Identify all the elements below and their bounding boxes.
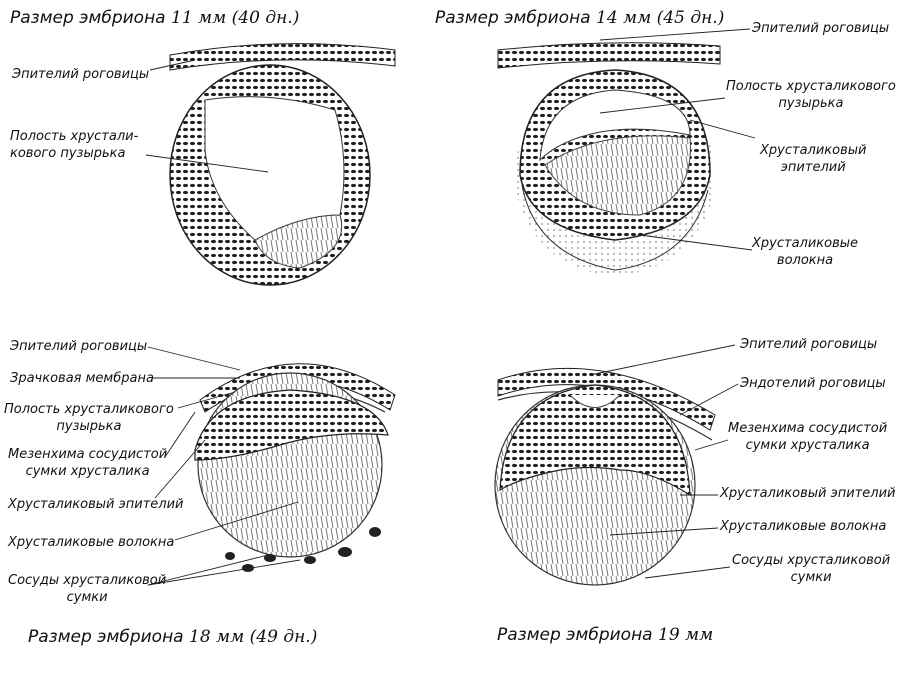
label-corneal-epithelium-11mm: Эпителий роговицы xyxy=(12,67,150,82)
label-corneal-epithelium-19mm: Эпителий роговицы xyxy=(740,337,878,352)
label-lens-fibers-14mm: Хрусталиковые волокна xyxy=(752,236,859,268)
panel3-drawing xyxy=(147,346,396,586)
label-lens-capsule-vessels-18mm: Сосуды хрусталиковой сумки xyxy=(8,573,167,605)
label-lens-epithelium-14mm: Хрусталиковый эпителий xyxy=(760,143,867,175)
label-lens-fibers-18mm: Хрусталиковые волокна xyxy=(8,535,175,550)
corneal-epithelium-19mm xyxy=(497,367,716,431)
label-corneal-endothelium-19mm: Эндотелий роговицы xyxy=(740,376,886,391)
label-lens-vesicle-cavity-14mm: Полость хрусталикового пузырька xyxy=(726,79,896,111)
panel2-title: Размер эмбриона 14 мм (45 дн.) xyxy=(435,8,725,28)
panel2-drawing xyxy=(497,28,756,275)
panel1-drawing xyxy=(145,43,396,286)
corneal-epithelium-14mm xyxy=(497,42,721,69)
label-corneal-epithelium-18mm: Эпителий роговицы xyxy=(10,339,148,354)
corneal-epithelium-11mm xyxy=(169,43,396,71)
label-corneal-epithelium-14mm: Эпителий роговицы xyxy=(752,21,890,36)
label-lens-vesicle-cavity-18mm: Полость хрусталикового пузырька xyxy=(4,402,174,434)
label-lens-fibers-19mm: Хрусталиковые волокна xyxy=(720,519,887,534)
label-lens-vesicle-cavity-11mm: Полость хрустали- кового пузырька xyxy=(10,129,139,161)
lens-vesicle-cavity-14mm xyxy=(539,89,691,162)
label-pupillary-membrane-18mm: Зрачковая мембрана xyxy=(10,371,154,386)
label-lens-epithelium-19mm: Хрусталиковый эпителий xyxy=(720,486,896,501)
label-lens-epithelium-18mm: Хрусталиковый эпителий xyxy=(8,497,184,512)
lens-fibers-14mm xyxy=(544,135,691,216)
label-vascular-capsule-mesenchyme-18mm: Мезенхима сосудистой сумки хрусталика xyxy=(8,447,168,479)
label-vascular-capsule-mesenchyme-19mm: Мезенхима сосудистой сумки хрусталика xyxy=(728,421,888,453)
panel4-drawing xyxy=(494,344,739,586)
panel3-title: Размер эмбриона 18 мм (49 дн.) xyxy=(28,627,318,647)
panel1-title: Размер эмбриона 11 мм (40 дн.) xyxy=(10,8,300,28)
label-lens-capsule-vessels-19mm: Сосуды хрусталиковой сумки xyxy=(732,553,891,585)
lens-epithelium-18mm xyxy=(194,389,389,461)
panel4-title: Размер эмбриона 19 мм xyxy=(497,625,714,645)
